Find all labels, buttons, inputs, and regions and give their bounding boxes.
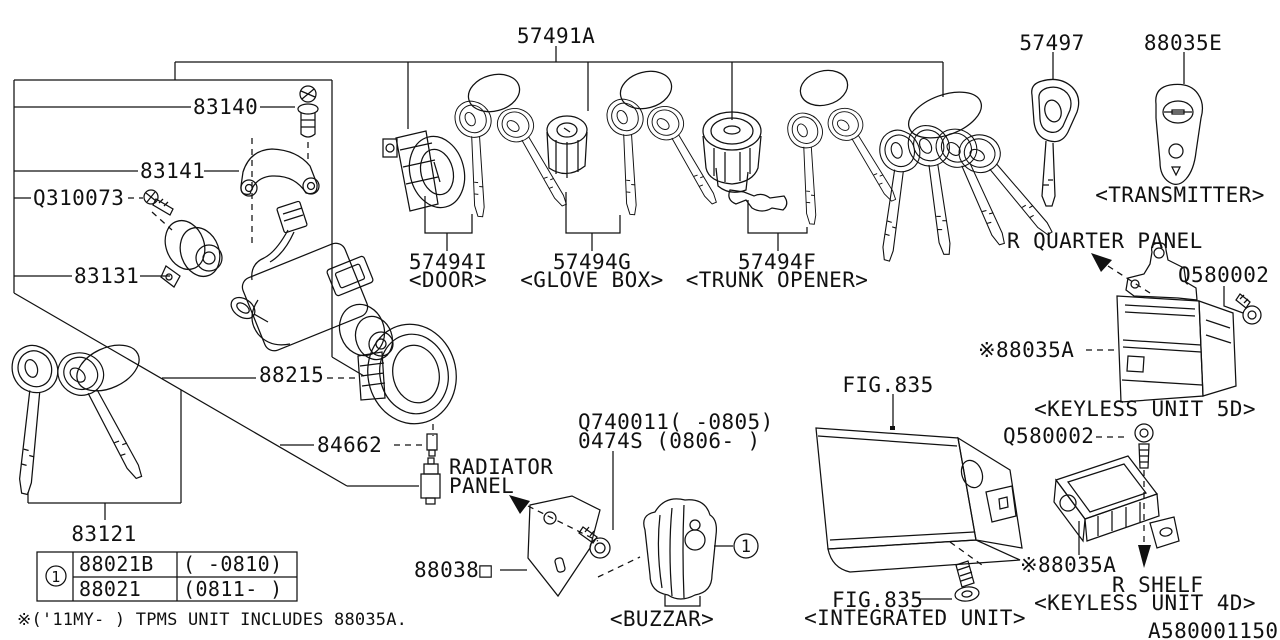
label-screw-q580002-lower: Q580002 [1003,424,1094,448]
diagram-labels: 57491A 83140 83141 Q310073 83131 88215 8… [17,24,1278,640]
parts-table [36,551,298,602]
label-buzzer-location: <BUZZAR> [610,607,714,631]
label-transmitter-88035e: 88035E [1144,31,1222,55]
glove-lock-group [546,70,731,251]
table-cell-part-row1: 88021B [79,552,154,576]
down-arrow-icon [1138,545,1151,568]
key-bundle-drawing [867,91,1067,264]
key-kit-bracket [174,46,944,129]
integrated-unit-group [815,394,1023,602]
keyless-unit-4d-group [1053,423,1180,555]
label-integrated-location: <INTEGRATED UNIT> [804,606,1026,630]
label-r-quarter-panel: R QUARTER PANEL [1007,229,1203,253]
label-keyless-5d-part: ※88035A [978,338,1074,362]
key-57497-drawing [1031,52,1080,207]
table-cell-range-row1: ( -0810) [183,552,283,576]
label-screw-q740011: Q740011( -0805) [578,410,774,434]
bulb-84662-drawing [420,433,441,505]
label-ring-88215: 88215 [259,363,324,387]
trunk-lock-group [702,69,910,251]
label-transmitter-location: <TRANSMITTER> [1095,183,1265,207]
label-clamp-83141: 83141 [140,159,205,183]
key-set-83121-drawing [2,342,160,497]
label-radiator-panel-line1: RADIATOR [449,455,553,479]
label-door-location: <DOOR> [409,268,487,292]
keyless-unit-5d-group [1086,242,1262,403]
label-trunk-location: <TRUNK OPENER> [686,268,869,292]
label-keyless-4d-part: ※88035A [1020,553,1116,577]
up-left-arrow-icon [1091,253,1112,272]
footnote-text: ※('11MY- ) TPMS UNIT INCLUDES 88035A. [17,610,407,630]
transmitter-88035e-drawing [1155,52,1204,186]
label-fig835-top: FIG.835 [842,373,933,397]
ignition-assembly-drawing [143,85,394,361]
table-cell-range-row2: (0811- ) [183,577,283,601]
label-keyless-5d-location: <KEYLESS UNIT 5D> [1034,397,1256,421]
label-fig835-bottom: FIG.835 [832,588,923,612]
buzzer-callout-number: 1 [741,537,751,557]
radiator-panel-arrow [509,495,599,542]
label-bulb-84662: 84662 [317,433,382,457]
ignition-box-and-leaders [13,79,424,520]
label-screw-q310073: Q310073 [33,186,124,210]
label-key-57497: 57497 [1019,31,1084,55]
diagram-linework [2,46,1262,607]
label-keyless-4d-location: <KEYLESS UNIT 4D> [1034,591,1256,615]
label-keys-83121: 83121 [71,522,136,546]
antenna-ring-88215-drawing [357,323,457,436]
label-r-shelf: R SHELF [1112,573,1203,597]
buzzer-group [500,451,759,607]
label-lock-83131: 83131 [74,264,139,288]
label-door-cylinder: 57494I [409,250,487,274]
label-key-kit: 57491A [517,24,595,48]
label-screw-q580002-upper: Q580002 [1178,263,1269,287]
doc-number: A580001150 [1148,619,1278,640]
label-pin-83140: 83140 [193,95,258,119]
up-left-arrow-icon [509,495,530,514]
label-glove-cylinder: 57494G [553,250,631,274]
label-glove-location: <GLOVE BOX> [520,268,663,292]
door-lock-group [382,73,581,251]
label-screw-0474s: 0474S (0806- ) [578,429,761,453]
label-radiator-panel-line2: PANEL [449,474,514,498]
label-bracket-88038: 88038□ [414,558,492,582]
table-callout-number: 1 [51,568,60,586]
label-trunk-cylinder: 57494F [738,250,816,274]
table-cell-part-row2: 88021 [79,577,141,601]
